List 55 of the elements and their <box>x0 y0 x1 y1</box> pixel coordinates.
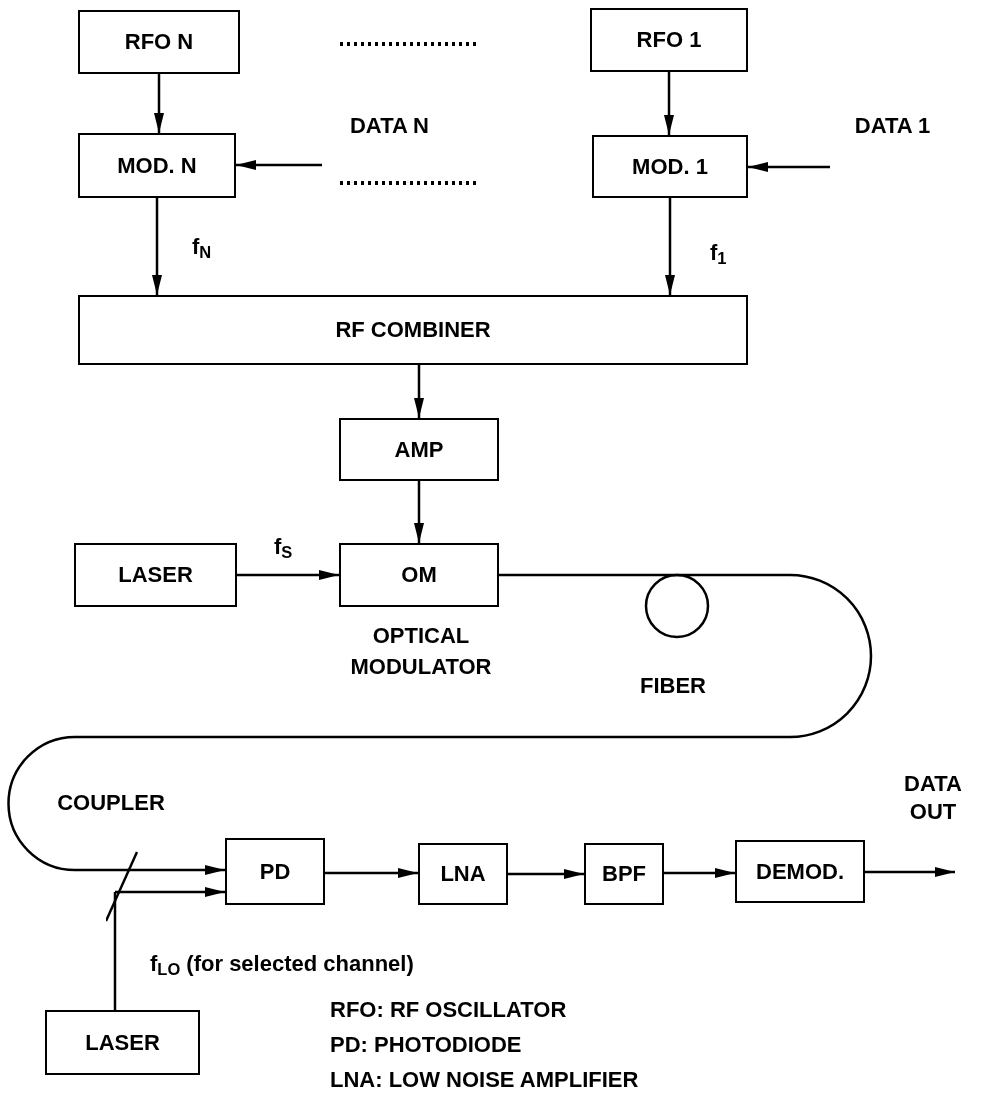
block-label: DEMOD. <box>756 857 844 886</box>
text-label: f$_{LO}$ (for selected channel) <box>150 950 414 978</box>
block-label: MOD. 1 <box>632 152 708 181</box>
block-box <box>418 843 508 905</box>
edge-label: f$_{S}$ <box>272 536 295 558</box>
block-label: DATA N <box>350 112 429 140</box>
block-box <box>590 8 748 72</box>
arrow <box>414 365 424 418</box>
arrow <box>865 867 955 877</box>
arrow <box>664 868 735 878</box>
text-label: FIBER <box>640 672 706 700</box>
arrow <box>154 74 164 133</box>
block-label: RFO 1 <box>636 26 702 54</box>
block-label: LASER <box>85 1028 160 1057</box>
block-label: AMP <box>394 435 444 464</box>
arrow <box>665 198 675 295</box>
block-label: OM <box>401 561 437 589</box>
block-label: RF COMBINER <box>335 316 491 344</box>
arrow <box>152 198 162 295</box>
block-label: RFO N <box>124 28 194 56</box>
block-box <box>735 840 865 903</box>
text-label: DATA OUT <box>903 770 963 825</box>
block-box <box>592 135 748 198</box>
block-label: MOD. N <box>117 151 197 180</box>
connector-line <box>113 892 117 1010</box>
edge-label: f$_{N}$ <box>190 236 214 258</box>
arrow <box>129 865 225 875</box>
block-box <box>74 543 237 607</box>
legend-note: PD: PHOTODIODE <box>330 1031 522 1059</box>
block-caption: COUPLER <box>56 789 166 817</box>
edge-label: f$_{1}$ <box>708 242 729 264</box>
block-box <box>78 133 236 198</box>
arrow <box>237 570 339 580</box>
legend-note: LNA: LOW NOISE AMPLIFIER <box>330 1066 639 1094</box>
block-box <box>584 843 664 905</box>
arrow <box>414 481 424 543</box>
block-box <box>339 418 499 481</box>
arrow <box>748 162 830 172</box>
block-label: LNA <box>440 860 486 888</box>
block-label: BPF <box>602 860 646 888</box>
block-box <box>78 295 748 365</box>
arrow <box>236 160 322 170</box>
block-label: PD <box>259 857 291 886</box>
connector-line <box>7 573 873 872</box>
block-box <box>78 10 240 74</box>
block-caption: OPTICAL MODULATOR <box>349 622 493 681</box>
legend-note: RFO: RF OSCILLATOR <box>330 996 567 1024</box>
block-label: DATA 1 <box>854 112 931 140</box>
block-box <box>225 838 325 905</box>
arrow <box>664 72 674 135</box>
block-label: LASER <box>118 561 193 589</box>
arrow <box>115 887 225 897</box>
arrow <box>508 869 584 879</box>
block-box <box>45 1010 200 1075</box>
arrow <box>325 868 418 878</box>
